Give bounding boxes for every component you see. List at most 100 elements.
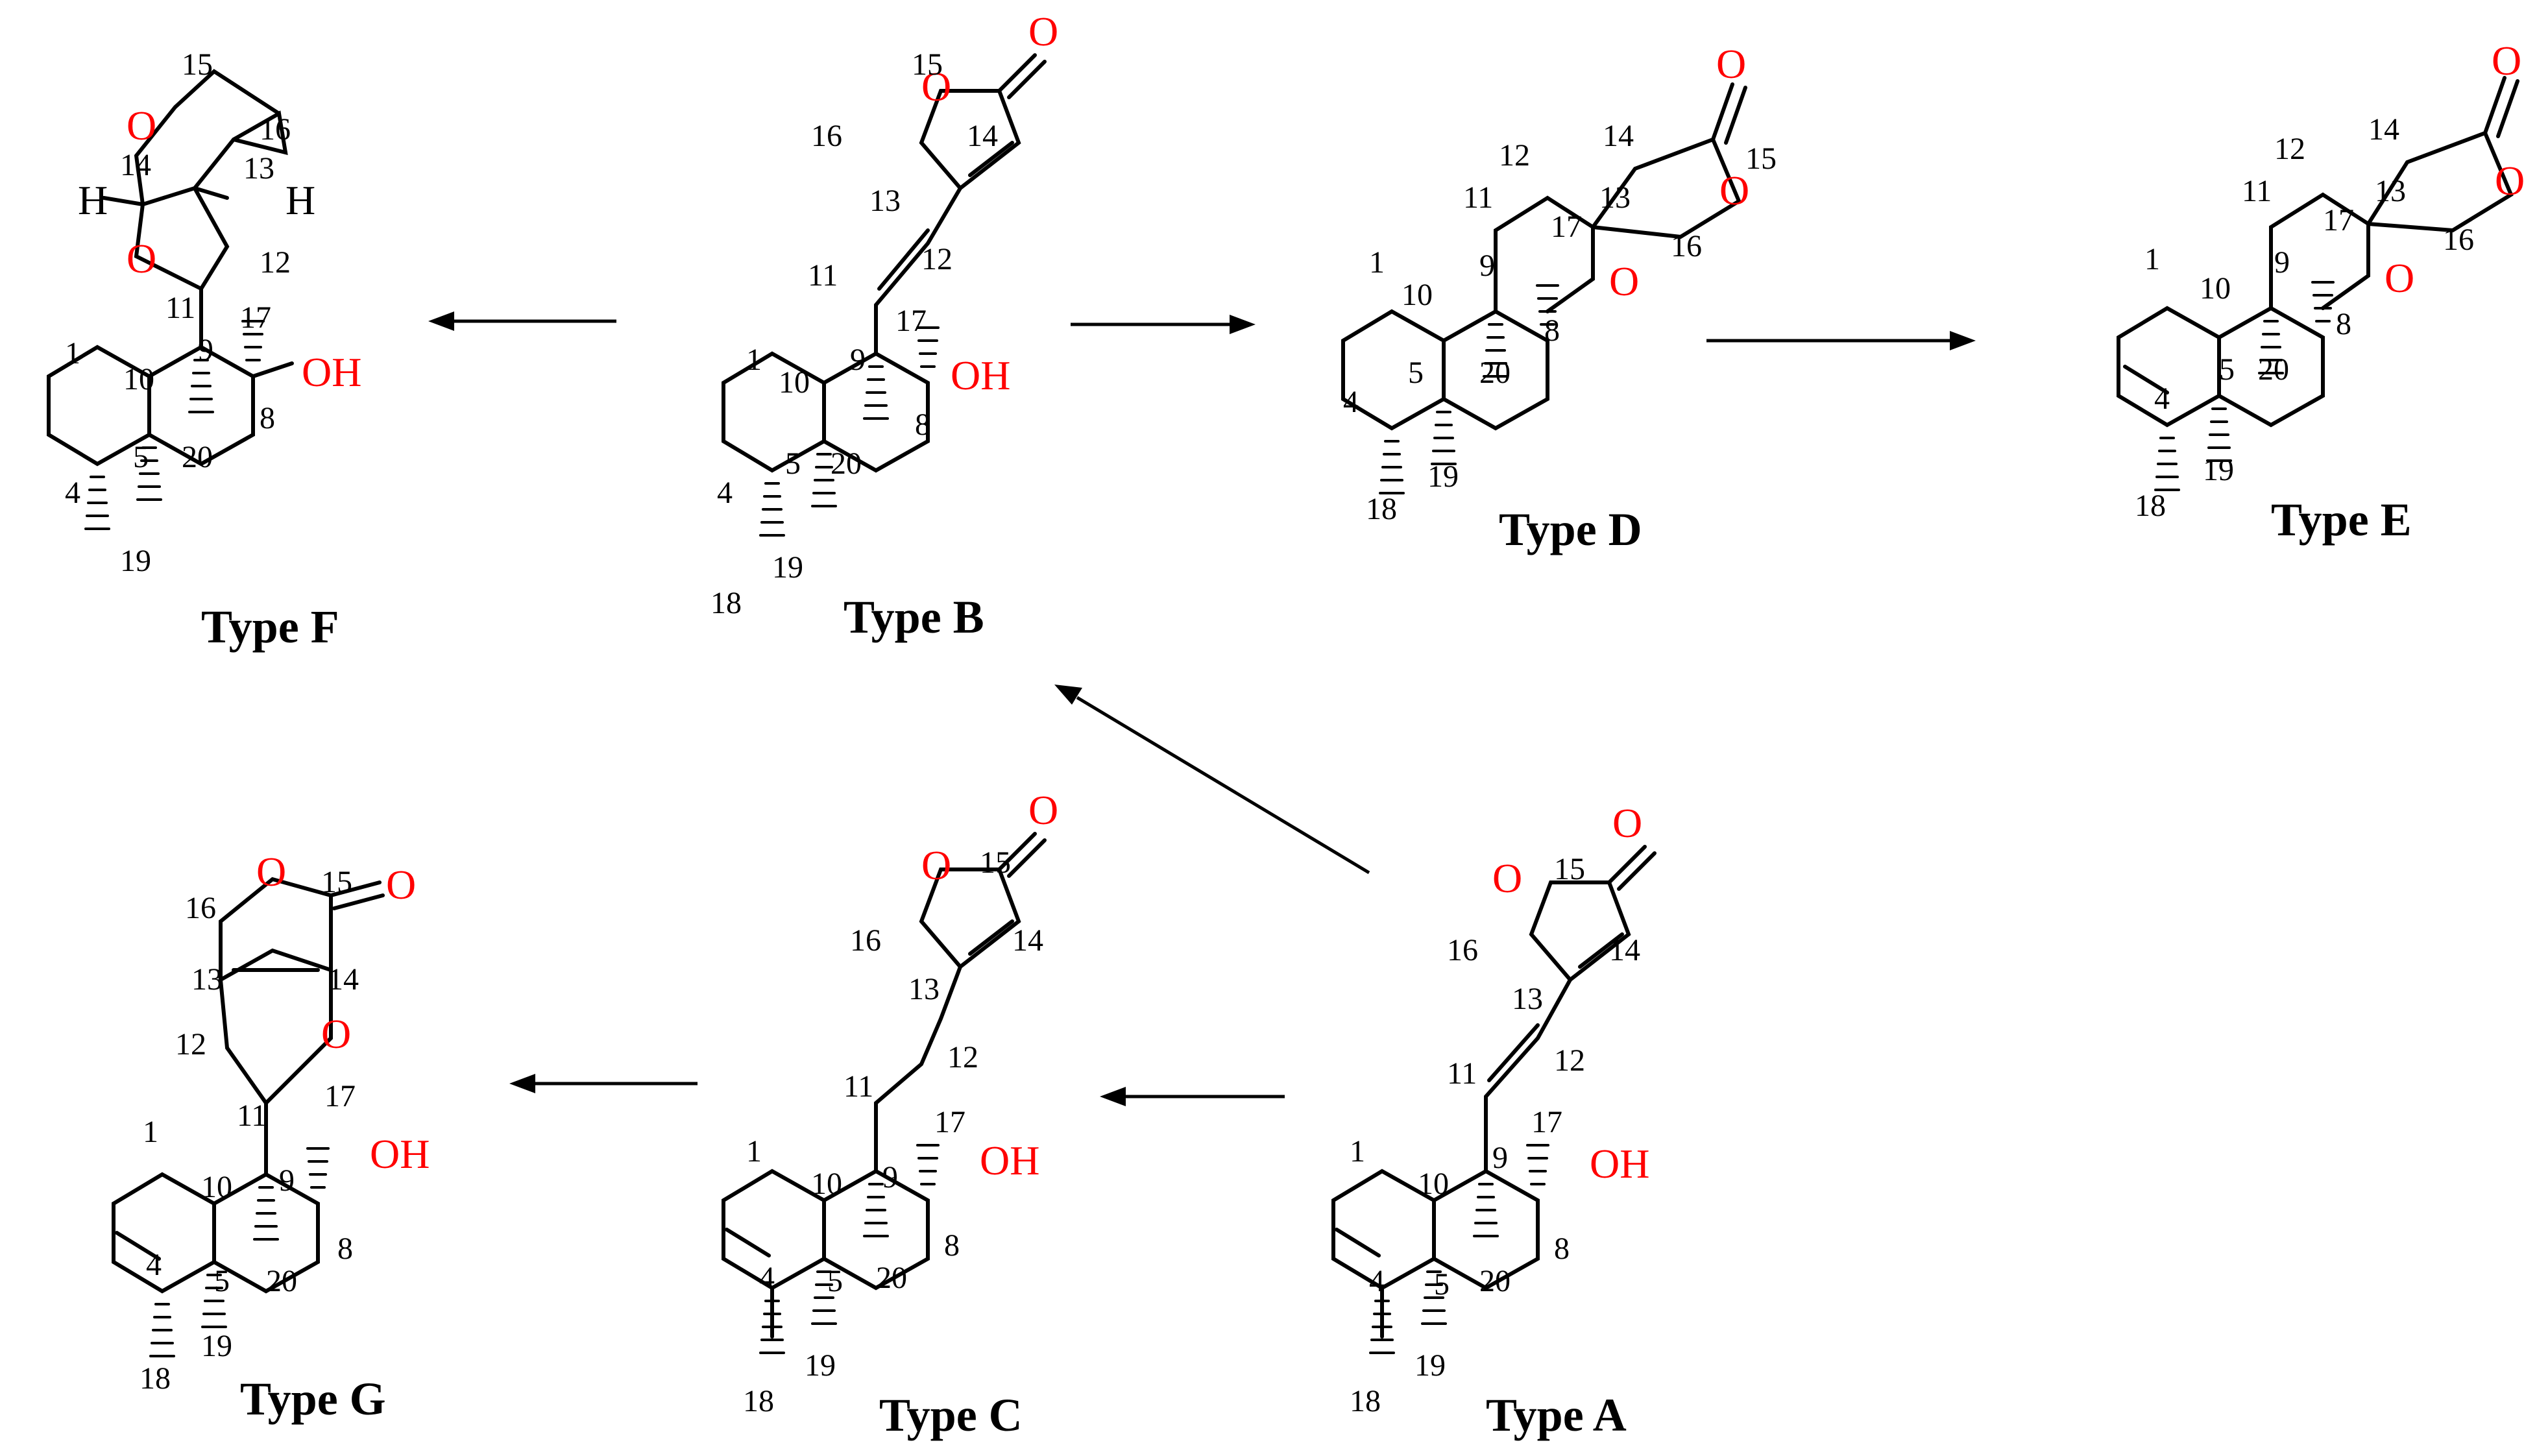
type-b-n17: 17 (895, 304, 927, 338)
type-e-n4: 4 (2154, 382, 2170, 416)
arrow-a-to-c (1100, 1087, 1285, 1106)
type-f-label: Type F (201, 601, 339, 653)
type-g-n20: 20 (266, 1264, 297, 1298)
type-d-lactone-o: O (1719, 167, 1749, 213)
type-b-n14: 14 (967, 119, 998, 153)
type-g-n4: 4 (146, 1248, 162, 1282)
type-e-n17: 17 (2323, 203, 2354, 237)
type-c-n13: 13 (908, 972, 940, 1006)
type-c-oh: OH (980, 1137, 1039, 1183)
arrow-b-to-d (1071, 315, 1256, 334)
type-g-n8: 8 (337, 1232, 353, 1266)
type-a-n14: 14 (1609, 933, 1640, 967)
type-e-n19: 19 (2203, 453, 2234, 487)
type-e-n9: 9 (2274, 245, 2290, 280)
type-d-carbonyl-o: O (1716, 41, 1746, 87)
type-d-n16: 16 (1671, 229, 1702, 263)
type-d-n15: 15 (1745, 141, 1777, 176)
type-b-n19: 19 (772, 550, 803, 585)
type-e-n10: 10 (2200, 271, 2231, 306)
type-e-n16: 16 (2443, 223, 2474, 257)
arrow-d-to-e (1706, 331, 1976, 350)
type-c-n8: 8 (944, 1228, 960, 1263)
type-b-n9: 9 (850, 343, 866, 377)
type-b-carbonyl-o: O (1028, 8, 1058, 55)
type-b-n10: 10 (779, 365, 810, 400)
type-d-n13: 13 (1599, 180, 1631, 215)
type-f-n20: 20 (182, 440, 213, 474)
type-c-n15: 15 (980, 845, 1011, 880)
type-c-n18: 18 (743, 1384, 774, 1418)
type-c-ring-o: O (921, 842, 951, 888)
type-a-n18: 18 (1350, 1384, 1381, 1418)
type-d-n4: 4 (1343, 385, 1359, 419)
type-a-n12: 12 (1554, 1043, 1585, 1078)
type-e-n8: 8 (2336, 307, 2351, 341)
type-d-n10: 10 (1402, 278, 1433, 312)
type-f-o-bottom: O (127, 236, 156, 282)
type-g-oh: OH (370, 1131, 430, 1177)
type-a-ring-o: O (1492, 855, 1522, 901)
type-b-ring-o: O (921, 64, 951, 110)
type-d-label: Type D (1499, 504, 1642, 555)
type-d-n20: 20 (1479, 356, 1511, 390)
type-g-n9: 9 (279, 1163, 295, 1198)
type-a-n20: 20 (1479, 1264, 1511, 1298)
type-e-n13: 13 (2375, 174, 2406, 208)
type-f-n11: 11 (165, 291, 195, 325)
type-g-n18: 18 (140, 1361, 171, 1396)
type-b-n12: 12 (921, 242, 953, 276)
type-g-n19: 19 (201, 1329, 232, 1363)
type-a-n10: 10 (1418, 1167, 1449, 1201)
type-d-n18: 18 (1366, 492, 1397, 526)
type-f-n12: 12 (260, 245, 291, 280)
type-f-n8: 8 (260, 401, 275, 435)
type-c-n11: 11 (844, 1069, 873, 1104)
type-g-n5: 5 (214, 1264, 230, 1298)
type-a-n4: 4 (1369, 1264, 1385, 1298)
type-f-n5: 5 (133, 440, 149, 474)
type-c-n12: 12 (947, 1040, 978, 1074)
type-e-ether-o: O (2385, 255, 2414, 301)
type-c-n20: 20 (876, 1261, 907, 1295)
type-d-n17: 17 (1551, 210, 1582, 244)
type-a-n9: 9 (1492, 1141, 1508, 1175)
type-c-n16: 16 (850, 923, 881, 958)
type-f-n15: 15 (182, 47, 213, 82)
type-a-n19: 19 (1414, 1348, 1446, 1383)
type-f-n10: 10 (123, 362, 154, 396)
type-d-n8: 8 (1544, 313, 1560, 348)
type-f-n13: 13 (243, 151, 274, 186)
type-f-n4: 4 (65, 476, 80, 510)
type-b-n5: 5 (785, 446, 801, 481)
type-g-label: Type G (240, 1373, 386, 1425)
type-e-carbonyl-o: O (2492, 38, 2521, 84)
type-a-n1: 1 (1350, 1134, 1365, 1169)
type-g-n10: 10 (201, 1170, 232, 1204)
type-f-oh: OH (302, 349, 361, 395)
type-e-n18: 18 (2135, 489, 2166, 523)
type-d-n14: 14 (1603, 119, 1634, 153)
compound-type-b: O O OH 1 4 5 8 9 10 11 12 13 14 15 16 17… (710, 8, 1058, 643)
type-b-label: Type B (844, 591, 984, 643)
type-g-n13: 13 (191, 962, 223, 997)
compound-type-e: O O O 1 4 5 8 9 10 11 12 13 14 16 17 18 … (2118, 38, 2525, 546)
type-c-n4: 4 (759, 1261, 775, 1295)
type-a-n17: 17 (1531, 1105, 1562, 1139)
compound-type-g: O O O OH 1 4 5 8 9 10 11 12 13 14 15 16 … (114, 849, 430, 1425)
type-f-n17: 17 (240, 300, 271, 335)
type-e-lactone-o: O (2495, 158, 2525, 204)
type-g-n16: 16 (185, 891, 216, 925)
type-c-n1: 1 (746, 1134, 762, 1169)
type-g-n11: 11 (237, 1098, 267, 1133)
type-c-n5: 5 (827, 1264, 843, 1298)
type-f-n19: 19 (120, 544, 151, 578)
type-g-ring-o2: O (321, 1011, 351, 1057)
type-c-n17: 17 (934, 1105, 965, 1139)
type-f-n1: 1 (65, 336, 80, 370)
type-f-n9: 9 (198, 333, 213, 367)
type-d-n1: 1 (1369, 245, 1385, 280)
type-g-n14: 14 (328, 962, 359, 997)
